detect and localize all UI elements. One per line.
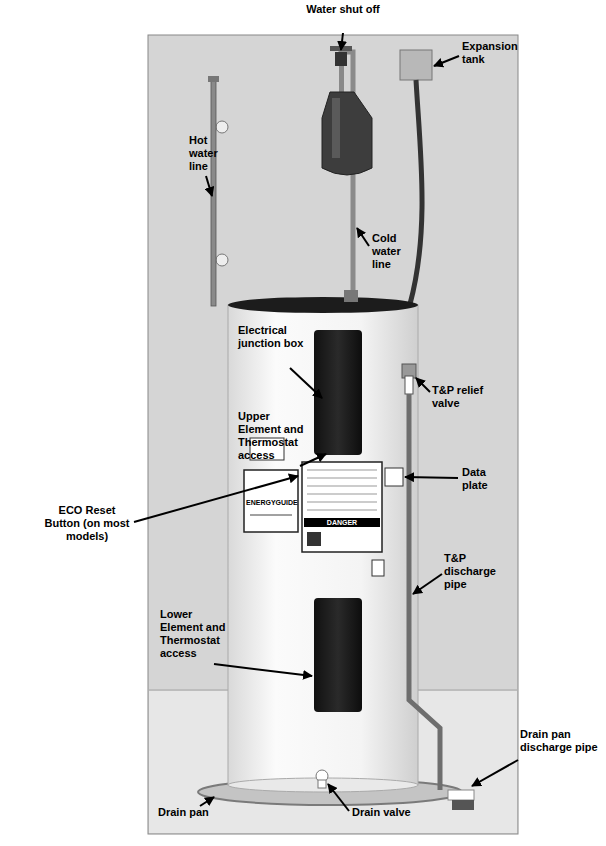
tank-top: [228, 297, 418, 313]
part-label: Drain pan: [158, 806, 218, 819]
lower-access-cover: [314, 598, 362, 712]
leader-lines: [134, 33, 518, 811]
warning-sticker: [302, 462, 382, 552]
part-label: Cold water line: [372, 232, 414, 271]
part-label: Electrical junction box: [238, 324, 306, 350]
drain-pan: [198, 779, 462, 805]
sticker-text: ENERGYGUIDE: [246, 498, 296, 507]
part-label: Expansion tank: [462, 40, 524, 66]
shutoff-valve: [335, 52, 347, 66]
wall-box: [400, 50, 432, 80]
part-label: Data plate: [462, 466, 506, 492]
photo-wall: [148, 35, 518, 834]
pan-discharge-pipe: [448, 790, 474, 800]
part-label: Drain valve: [352, 806, 422, 819]
conduit: [410, 80, 422, 304]
junction-box-cover: [314, 330, 362, 455]
part-label: Hot water line: [189, 134, 227, 173]
expansion-tank: [322, 92, 372, 175]
sticker-text: DANGER: [304, 518, 380, 527]
part-label: T&P relief valve: [432, 384, 484, 410]
part-label: Upper Element and Thermostat access: [238, 410, 312, 462]
tank-body: [228, 305, 418, 785]
part-label: ECO Reset Button (on most models): [40, 504, 134, 543]
part-label: Water shut off: [303, 3, 383, 16]
part-label: Drain pan discharge pipe: [520, 728, 602, 754]
part-label: Lower Element and Thermostat access: [160, 608, 236, 660]
data-plate: [385, 468, 403, 486]
part-label: T&P discharge pipe: [444, 552, 516, 591]
tp-discharge-pipe: [409, 394, 440, 790]
